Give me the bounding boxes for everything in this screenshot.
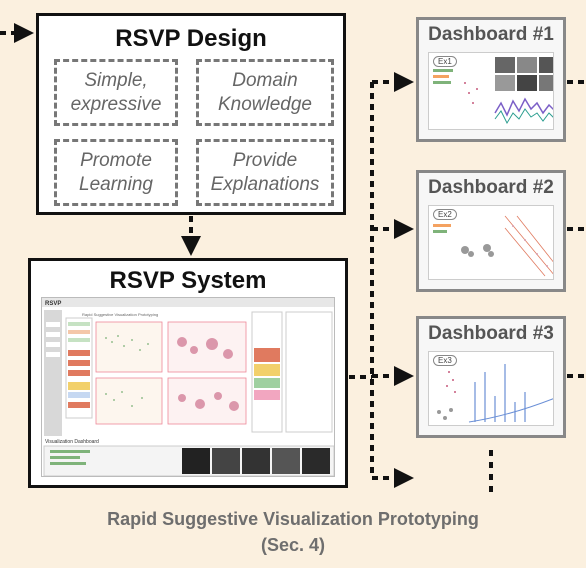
dashboard-3-graphic (437, 364, 553, 423)
design-title: RSVP Design (115, 25, 267, 52)
system-screenshot: RSVP Rapid Suggestive Visualization Prot… (41, 297, 335, 477)
system-title: RSVP System (109, 267, 267, 294)
dashboard-3-thumbnail: Ex3 (428, 351, 554, 426)
screenshot-dashboard-label: Visualization Dashboard (45, 439, 99, 445)
dashboard-2-title: Dashboard #2 (428, 177, 554, 198)
caption-line-2: (Sec. 4) (260, 535, 326, 555)
principle-provide-explanations: Provide Explanations (196, 139, 334, 206)
principle-domain-knowledge: Domain Knowledge (196, 59, 334, 126)
dashboard-2-badge: Ex2 (433, 209, 457, 220)
dashboard-1-graphic (433, 57, 553, 125)
dashboard-3-card: Dashboard #3 Ex3 (416, 316, 566, 438)
dashboard-1-thumbnail: Ex1 (428, 52, 554, 130)
system-screenshot-graphic: RSVP Rapid Suggestive Visualization Prot… (42, 298, 334, 476)
dashboard-1-title: Dashboard #1 (428, 24, 554, 45)
screenshot-app-subtitle: Rapid Suggestive Visualization Prototypi… (82, 312, 158, 317)
rsvp-system-box: RSVP System RSVP Rapid Suggestive Visual… (28, 258, 348, 488)
dashboard-2-thumbnail: Ex2 (428, 205, 554, 280)
dashboard-2-graphic (433, 215, 553, 277)
rsvp-design-box: RSVP Design Simple, expressive Domain Kn… (36, 13, 346, 215)
dashboard-1-card: Dashboard #1 Ex1 (416, 17, 566, 142)
principle-simple-expressive: Simple, expressive (54, 59, 178, 126)
principle-promote-learning: Promote Learning (54, 139, 178, 206)
dashboard-1-badge: Ex1 (433, 56, 457, 67)
dashboard-3-title: Dashboard #3 (428, 323, 554, 344)
dashboard-2-card: Dashboard #2 Ex2 (416, 170, 566, 292)
dashboard-3-badge: Ex3 (433, 355, 457, 366)
screenshot-app-name: RSVP (45, 301, 61, 307)
figure-caption: Rapid Suggestive Visualization Prototypi… (0, 506, 586, 558)
caption-line-1: Rapid Suggestive Visualization Prototypi… (107, 509, 479, 529)
